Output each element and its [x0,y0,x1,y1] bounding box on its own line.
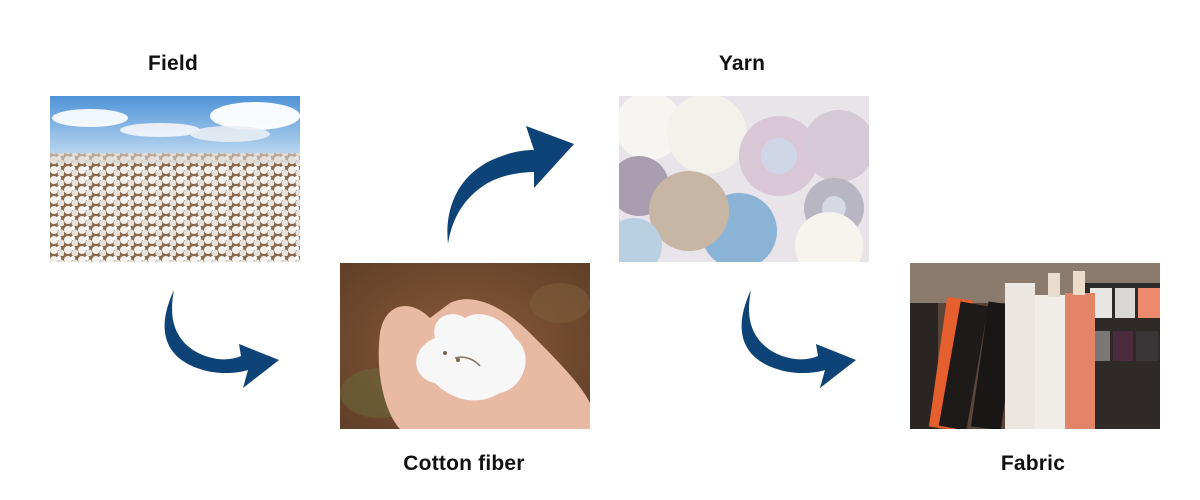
curved-arrow-down-right-icon [155,286,285,411]
step-label-cotton-fiber: Cotton fiber [403,452,525,475]
yarn-balls-photo [619,96,869,262]
cotton-fiber-in-hand-photo [340,263,590,429]
curved-arrow-up-right-icon [440,118,575,246]
step-label-fabric: Fabric [1000,452,1066,475]
step-label-yarn: Yarn [718,52,766,75]
curved-arrow-down-right-icon [732,286,862,411]
step-label-field: Field [147,52,198,75]
fabric-rolls-photo [910,263,1160,429]
cotton-field-photo [50,96,300,262]
